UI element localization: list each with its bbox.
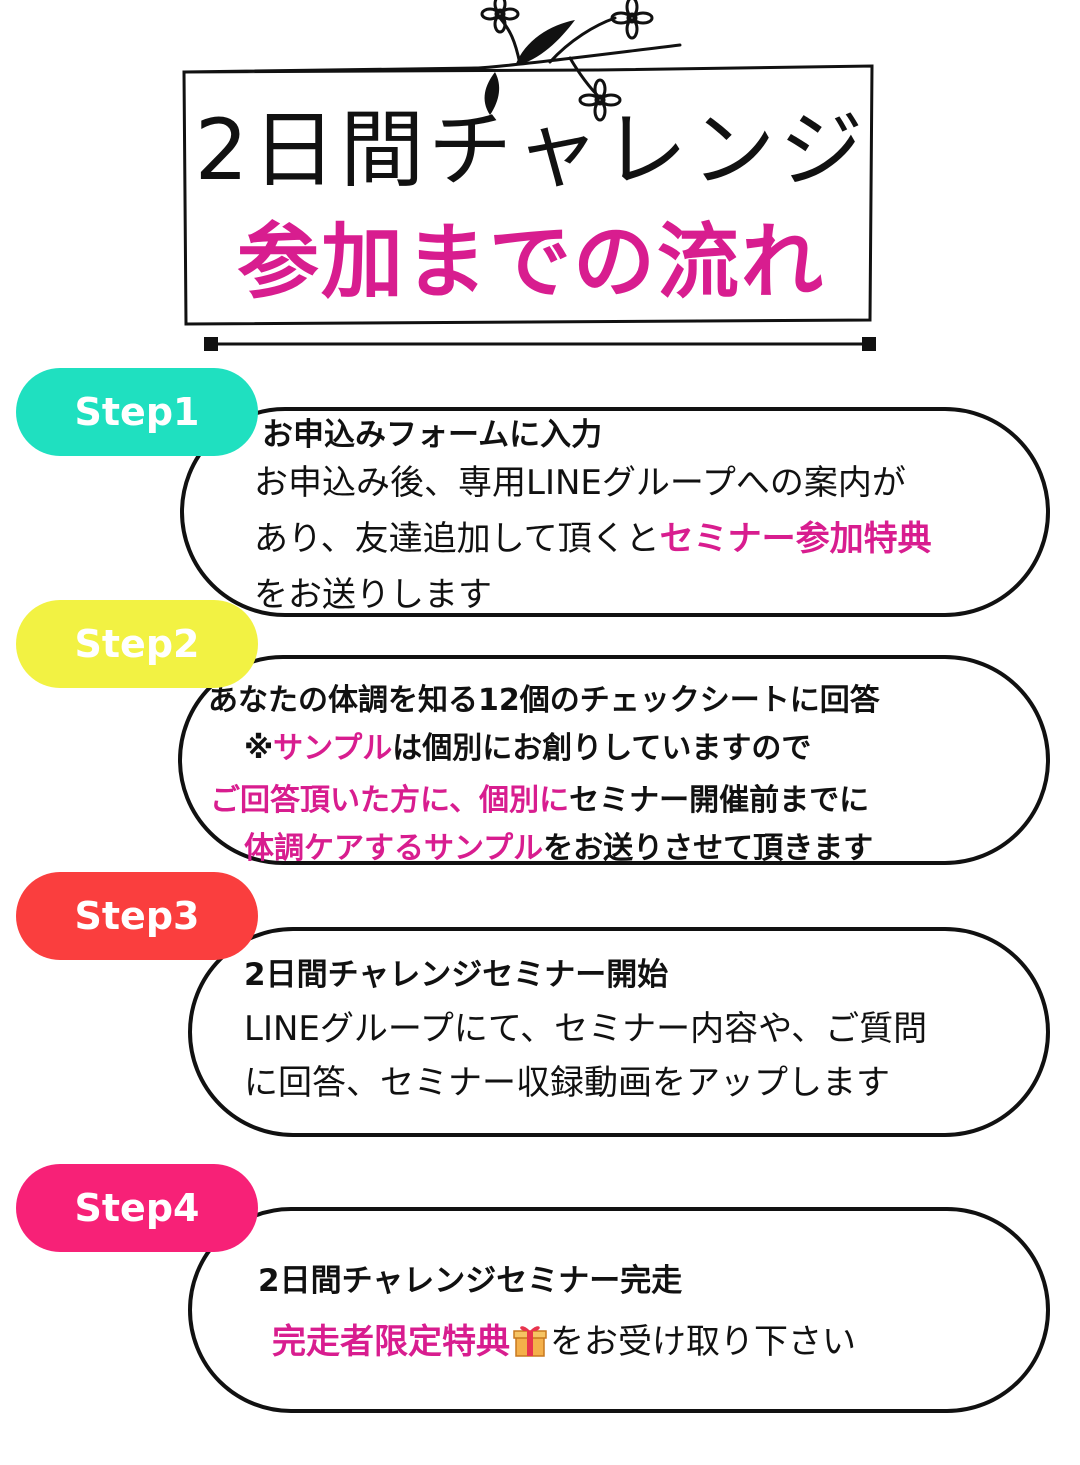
step4-text-line: 完走者限定特典 をお受け取り下さい bbox=[272, 1322, 856, 1362]
title-divider bbox=[204, 337, 876, 351]
title-frame bbox=[182, 64, 874, 326]
step4-bonus-highlight: 完走者限定特典 bbox=[272, 1322, 510, 1362]
step2-text-line2: ※サンプルは個別にお創りしていますので bbox=[244, 731, 812, 766]
step1-bonus-highlight: セミナー参加特典 bbox=[659, 519, 932, 559]
step3-card bbox=[188, 927, 1050, 1137]
step3-text-line1: LINEグループにて、セミナー内容や、ご質問 bbox=[244, 1009, 928, 1049]
page-title: 2日間チャレンジ bbox=[194, 101, 868, 199]
page-subtitle: 参加までの流れ bbox=[236, 215, 825, 310]
flower-branch-icon bbox=[408, 0, 682, 122]
step2-card bbox=[178, 655, 1050, 865]
step2-badge: Step2 bbox=[16, 600, 258, 688]
step4-heading: 2日間チャレンジセミナー完走 bbox=[258, 1263, 683, 1299]
step1-text-line2: あり、友達追加して頂くとセミナー参加特典 bbox=[254, 519, 932, 559]
step4-card bbox=[188, 1207, 1050, 1413]
step3-badge: Step3 bbox=[16, 872, 258, 960]
gift-icon bbox=[513, 1326, 547, 1357]
step1-text-line3: をお送りします bbox=[254, 575, 492, 615]
step1-badge: Step1 bbox=[16, 368, 258, 456]
step4-badge: Step4 bbox=[16, 1164, 258, 1252]
step3-text-line2: に回答、セミナー収録動画をアップします bbox=[244, 1063, 890, 1103]
step2-heading: あなたの体調を知る12個のチェックシートに回答 bbox=[208, 683, 880, 718]
step3-heading: 2日間チャレンジセミナー開始 bbox=[244, 957, 669, 993]
step1-card bbox=[180, 407, 1050, 617]
step2-text-line3: ご回答頂いた方に、個別にセミナー開催前までに bbox=[210, 783, 870, 818]
step2-text-line4: 体調ケアするサンプルをお送りさせて頂きます bbox=[244, 831, 874, 866]
step1-text-line1: お申込み後、専用LINEグループへの案内が bbox=[254, 463, 906, 503]
step1-heading: お申込みフォームに入力 bbox=[262, 417, 603, 453]
